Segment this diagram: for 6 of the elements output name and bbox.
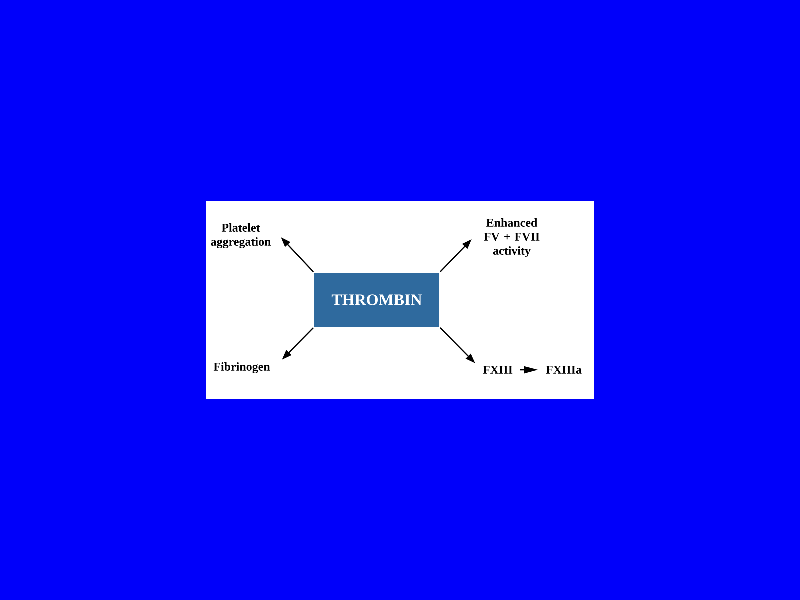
- node-label: FXIIIa: [546, 366, 582, 374]
- process-box: THROMBIN: [314, 273, 440, 327]
- node-label: Fibrinogen: [214, 362, 270, 374]
- node-label: FXIII: [483, 366, 513, 374]
- node-label: Platelet aggregation: [211, 224, 272, 248]
- node-label: Enhanced FV + FVII activity: [484, 218, 540, 258]
